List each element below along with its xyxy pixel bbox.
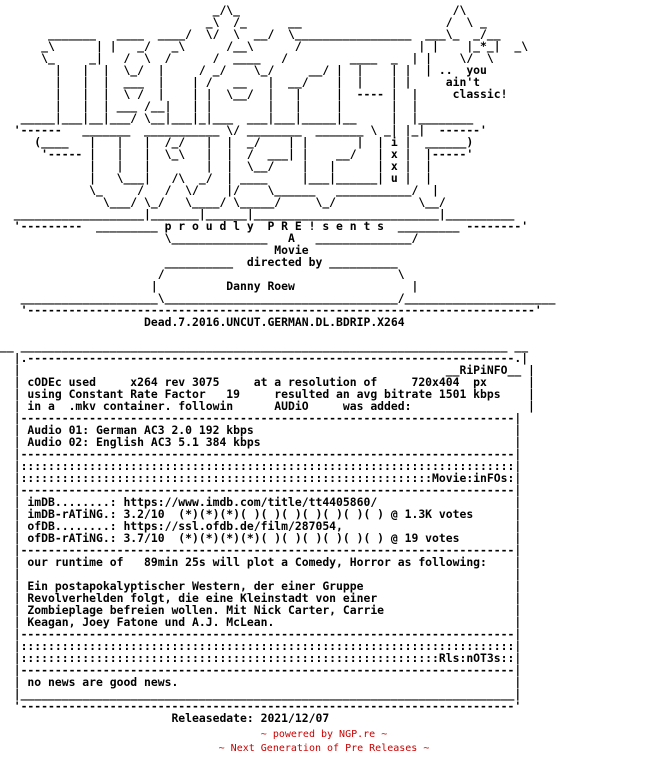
nfo-line: __________ directed by __________ bbox=[0, 255, 398, 269]
nfo-line: |---------------------------------------… bbox=[0, 543, 522, 557]
nfo-line: | | | ___ /__| | | | | | | | bbox=[0, 99, 419, 113]
nfo-line: ____________________\___________________… bbox=[0, 291, 556, 305]
nfo-line: | | | \_/ | / _/ \_/ __/ | | | | | .. yo… bbox=[0, 63, 487, 77]
nfo-line: _\ /_ __ / \ _ bbox=[0, 15, 487, 29]
nfo-line: Releasedate: 2021/12/07 bbox=[0, 711, 330, 725]
nfo-line: \___/ \_/ \____/ \_____/ \_/ \__/ bbox=[0, 195, 446, 209]
nfo-line: |---------------------------------------… bbox=[0, 483, 522, 497]
nfo-line: |:::::::::::::::::::::::::::::::::::::::… bbox=[0, 639, 522, 653]
nfo-line: |:::::::::::::::::::::::::::::::::::::::… bbox=[0, 459, 522, 473]
nfo-line: | Audio 01: German AC3 2.0 192 kbps | bbox=[0, 423, 522, 437]
nfo-line: | Revolverhelden folgt, die eine Kleinst… bbox=[0, 591, 522, 605]
tagline-text: ~ Next Generation of Pre Releases ~ bbox=[218, 743, 430, 754]
powered-by-text: ~ powered by NGP.re ~ bbox=[260, 729, 388, 740]
nfo-line: | imDB........: https://www.imdb.com/tit… bbox=[0, 495, 522, 509]
nfo-text-block: _/\_ /\ _\ /_ __ / \ _ _______ ____ ____… bbox=[0, 4, 555, 724]
nfo-line: |:::::::::::::::::::::::::::::::::::::::… bbox=[0, 471, 522, 485]
nfo-line: ___________________|_______|______|_____… bbox=[0, 207, 515, 221]
nfo-line: |:::::::::::::::::::::::::::::::::::::::… bbox=[0, 651, 522, 665]
nfo-line: _\ | | _/ _\ /__\ / | | |_*_| _\ bbox=[0, 39, 529, 53]
nfo-line: |.--------------------------------------… bbox=[0, 351, 529, 365]
nfo-line: (____ | | | /_/ | | _/ | | | | i | _____… bbox=[0, 135, 474, 149]
nfo-line: \______________ A ______________/ bbox=[0, 231, 419, 245]
nfo-line: | | | ___ | | / __ | __/ | | | | ain't bbox=[0, 75, 481, 89]
nfo-line: | | | | | \__/ | | | x | | bbox=[0, 159, 433, 173]
nfo-line: | __RiPiNFO__ | bbox=[0, 363, 535, 377]
nfo-line: '---------------------------------------… bbox=[0, 303, 542, 317]
nfo-line: '------ _______ ___________ \/ ________ … bbox=[0, 123, 487, 137]
nfo-line: '---------------------------------------… bbox=[0, 699, 522, 713]
nfo-line: '----- | | | \_\ | | / ___| | __/ | x | … bbox=[0, 147, 474, 161]
nfo-line: | imDB-rATiNG.: 3.2/10 (*)(*)(*)( )( )( … bbox=[0, 507, 522, 521]
nfo-line: | cODEc used x264 rev 3075 at a resoluti… bbox=[0, 375, 535, 389]
nfo-line: |---------------------------------------… bbox=[0, 627, 522, 641]
nfo-line: _______ ____ ____/ \/ \ __/ \___________… bbox=[0, 27, 501, 41]
nfo-line: |---------------------------------------… bbox=[0, 663, 522, 677]
nfo-line: _____|___|__|___/ \__|___|_|___ ___|___|… bbox=[0, 111, 474, 125]
nfo-line: | in a .mkv container. followin AUDiO wa… bbox=[0, 399, 535, 413]
nfo-line: _/\_ /\ bbox=[0, 3, 467, 17]
nfo-line: \_ / / \/ |/ \______ ___________/ | bbox=[0, 183, 439, 197]
nfo-line: | | bbox=[0, 567, 522, 581]
nfo-line: |---------------------------------------… bbox=[0, 411, 522, 425]
nfo-line: | \___| /\ _/ | ____ |___|______| u | | bbox=[0, 171, 433, 185]
nfo-line: |_______________________________________… bbox=[0, 687, 522, 701]
nfo-line: | | | \ / | | | \__/ | | | ---- | | clas… bbox=[0, 87, 508, 101]
nfo-line: | our runtime of 89min 25s will plot a C… bbox=[0, 555, 522, 569]
nfo-line: | using Constant Rate Factor 19 resulted… bbox=[0, 387, 535, 401]
nfo-line: Dead.7.2016.UNCUT.GERMAN.DL.BDRIP.X264 bbox=[0, 315, 405, 329]
nfo-line: / \ bbox=[0, 267, 405, 281]
nfo-line: Movie bbox=[0, 243, 309, 257]
nfo-line: | Danny Roew | bbox=[0, 279, 419, 293]
nfo-line: '--------- _________ p r o u d l y P R E… bbox=[0, 219, 529, 233]
nfo-line: | no news are good news. | bbox=[0, 675, 522, 689]
nfo-line: |---------------------------------------… bbox=[0, 447, 522, 461]
nfo-line: | Ein postapokalyptischer Western, der e… bbox=[0, 579, 522, 593]
nfo-line: \_ _| / \ / / ____ / ____ _ | | \/ \ bbox=[0, 51, 494, 65]
nfo-line: | Keagan, Joey Fatone und A.J. McLean. | bbox=[0, 615, 522, 629]
nfo-line: | ofDB........: https://ssl.ofdb.de/film… bbox=[0, 519, 522, 533]
nfo-line: | Zombieplage befreien wollen. Mit Nick … bbox=[0, 603, 522, 617]
nfo-line: | ofDB-rATiNG.: 3.7/10 (*)(*)(*)(*)( )( … bbox=[0, 531, 522, 545]
nfo-line: | Audio 02: English AC3 5.1 384 kbps | bbox=[0, 435, 522, 449]
nfo-line: __ _____________________________________… bbox=[0, 339, 529, 353]
